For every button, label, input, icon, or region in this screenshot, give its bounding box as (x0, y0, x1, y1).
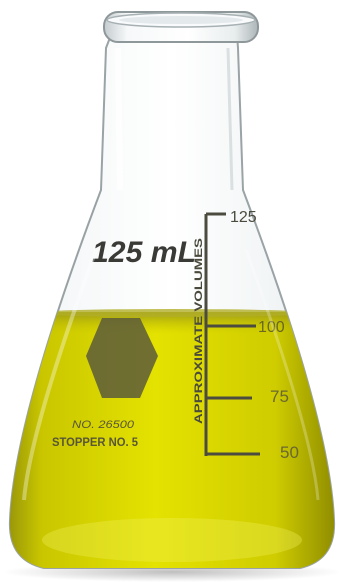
scale-mark-100: 100 (258, 319, 285, 336)
volume-scale (204, 212, 260, 456)
marking-spot (86, 318, 158, 398)
approximate-volumes-label: APPROXIMATE VOLUMES (193, 238, 205, 424)
flask-rim (103, 11, 259, 43)
scale-mark-75: 75 (270, 387, 289, 406)
catalog-number: NO. 26500 (72, 419, 135, 431)
capacity-label: 125 mL (92, 236, 196, 269)
scale-mark-125: 125 (230, 209, 257, 226)
scale-mark-50: 50 (280, 443, 299, 462)
stopper-label: STOPPER NO. 5 (52, 435, 138, 449)
